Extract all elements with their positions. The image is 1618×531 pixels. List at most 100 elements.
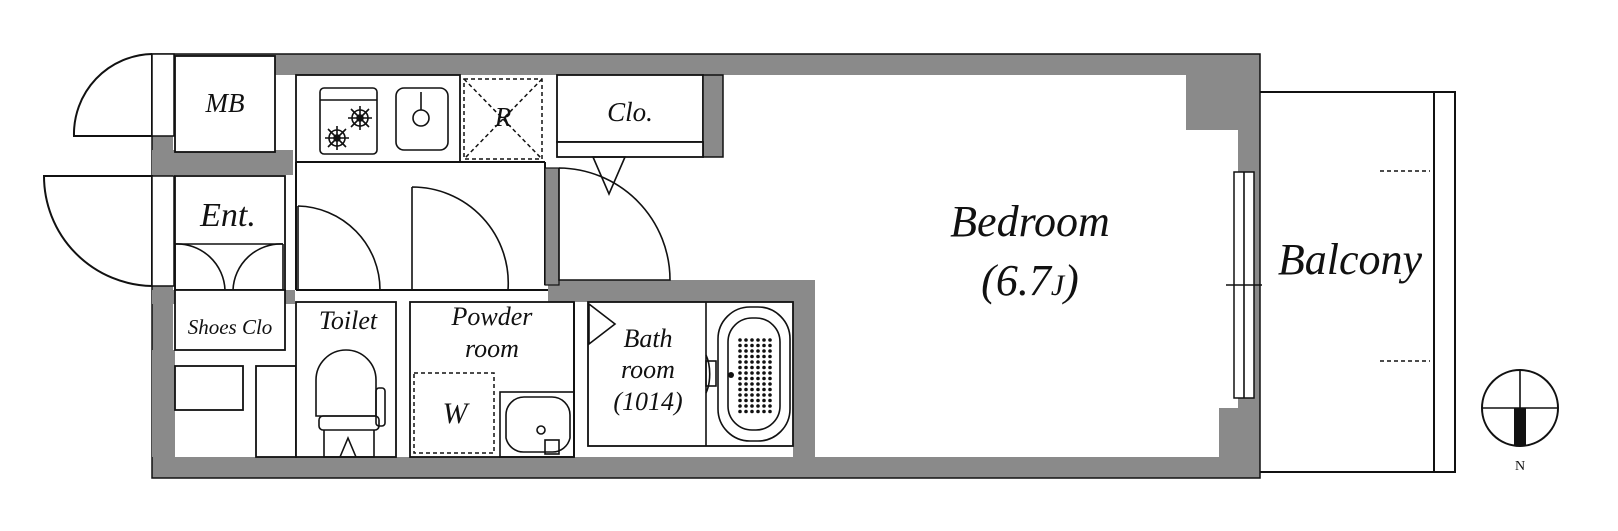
bath-mat-dot bbox=[756, 398, 760, 403]
bath-mat-dot bbox=[768, 376, 772, 381]
mb-label: MB bbox=[205, 88, 245, 118]
entrance-label: Ent. bbox=[199, 197, 256, 234]
bath-mat-dot bbox=[756, 371, 760, 375]
bath-mat-dot bbox=[750, 354, 754, 359]
mb-door-swing bbox=[72, 53, 153, 137]
bath-mat-dot bbox=[762, 376, 766, 381]
closet bbox=[556, 74, 704, 143]
bath-mat-dot bbox=[744, 354, 748, 359]
bath-mat-dot bbox=[756, 382, 760, 386]
bedroom-size-unit: J bbox=[1051, 269, 1066, 302]
bath-mat-dot bbox=[768, 409, 772, 414]
bath-mat-dot bbox=[738, 382, 742, 386]
wall-segment bbox=[152, 350, 175, 457]
bath-mat-dot bbox=[738, 387, 742, 392]
bath-mat-dot bbox=[738, 371, 742, 375]
washer-space bbox=[413, 372, 495, 454]
balcony-outline bbox=[1260, 91, 1456, 473]
closet-rail bbox=[556, 141, 704, 158]
bath-mat-dot bbox=[750, 376, 754, 381]
bath-mat-dot bbox=[744, 387, 748, 392]
bath-door-marker bbox=[588, 302, 617, 346]
bath-mat-dot bbox=[762, 349, 766, 353]
bath-mat-dot bbox=[756, 376, 760, 381]
bath-mat-dot bbox=[768, 365, 772, 370]
refrigerator-cross bbox=[463, 78, 543, 160]
refrigerator-label: R bbox=[494, 102, 512, 132]
powder-label-line1: Powder bbox=[451, 302, 534, 331]
bath-mat-dot bbox=[750, 398, 754, 403]
bedroom-label: Bedroom bbox=[950, 197, 1110, 246]
kitchen-sink-icon bbox=[395, 87, 449, 151]
bath-mat-dot bbox=[756, 404, 760, 408]
bedroom-size-close: ) bbox=[1061, 256, 1079, 305]
bath-mat-dot bbox=[750, 404, 754, 408]
bath-mat-dot bbox=[738, 376, 742, 381]
bath-label-line2: room bbox=[621, 355, 675, 384]
bath-mat-dot bbox=[768, 387, 772, 392]
bath-mat-dot bbox=[762, 338, 766, 342]
bath-mat-dot bbox=[768, 354, 772, 359]
bath-mat-dot bbox=[744, 409, 748, 414]
bath-mat-dot bbox=[768, 360, 772, 364]
bath-mat-dot bbox=[768, 349, 772, 353]
bath-mat-dot bbox=[756, 349, 760, 353]
bath-mat-dot bbox=[750, 360, 754, 364]
bath-mat-dot bbox=[750, 387, 754, 392]
closet-wall bbox=[702, 74, 724, 158]
bath-mat-dot bbox=[744, 382, 748, 386]
bath-mat-dot bbox=[750, 409, 754, 414]
bath-mat-dot bbox=[744, 376, 748, 381]
bath-mat-dot bbox=[738, 404, 742, 408]
bath-mat-dot bbox=[750, 349, 754, 353]
bath-mat-dot bbox=[756, 409, 760, 414]
bath-mat-dot bbox=[750, 343, 754, 348]
compass-north-label: N bbox=[1515, 459, 1525, 474]
bath-mat-dot bbox=[750, 393, 754, 397]
powder-room bbox=[409, 301, 575, 458]
balcony-label: Balcony bbox=[1278, 235, 1423, 284]
kitchen-counter bbox=[295, 74, 461, 163]
refrigerator-space bbox=[463, 78, 543, 160]
bath-mat-dot bbox=[738, 338, 742, 342]
bath-mat-dot bbox=[762, 354, 766, 359]
bath-mat-dot bbox=[756, 338, 760, 342]
bathtub-icon bbox=[705, 302, 791, 446]
wall-segment bbox=[793, 280, 815, 457]
bath-mat-dot bbox=[744, 360, 748, 364]
bath-mat-dot bbox=[738, 365, 742, 370]
bath-mat-dot bbox=[750, 382, 754, 386]
bath-mat-dot bbox=[768, 393, 772, 397]
bath-mat-dot bbox=[762, 393, 766, 397]
bath-mat-dot bbox=[756, 360, 760, 364]
bath-label-line3: (1014) bbox=[613, 387, 682, 416]
bath-mat-dot bbox=[744, 404, 748, 408]
storage-box bbox=[174, 365, 244, 411]
bedroom-door-jamb bbox=[544, 167, 560, 286]
shoes-closet bbox=[174, 289, 286, 351]
shoes-closet-label: Shoes Clo bbox=[188, 315, 273, 339]
closet-label: Clo. bbox=[607, 97, 653, 127]
bath-mat-dot bbox=[762, 404, 766, 408]
bath-mat-dot bbox=[762, 387, 766, 392]
compass-icon bbox=[1481, 369, 1559, 447]
bath-mat-dot bbox=[750, 371, 754, 375]
entrance-door-leaf bbox=[151, 175, 175, 287]
bath-mat-dot bbox=[756, 365, 760, 370]
bath-mat-dot bbox=[762, 360, 766, 364]
bath-mat-dot bbox=[756, 354, 760, 359]
bath-mat-dot bbox=[750, 338, 754, 342]
bath-mat-dot bbox=[756, 387, 760, 392]
bath-room bbox=[587, 301, 794, 447]
bath-mat-dot bbox=[756, 343, 760, 348]
mb-door-leaf bbox=[151, 53, 175, 137]
bath-mat-dot bbox=[744, 343, 748, 348]
bedroom-size: (6.7J) bbox=[981, 256, 1079, 305]
bath-mat-dot bbox=[750, 365, 754, 370]
toilet-door-swing bbox=[297, 205, 381, 291]
closet-door-marker bbox=[591, 156, 627, 197]
bath-mat-dot bbox=[744, 398, 748, 403]
bath-mat-dot bbox=[762, 371, 766, 375]
powder-label-line2: room bbox=[465, 334, 519, 363]
